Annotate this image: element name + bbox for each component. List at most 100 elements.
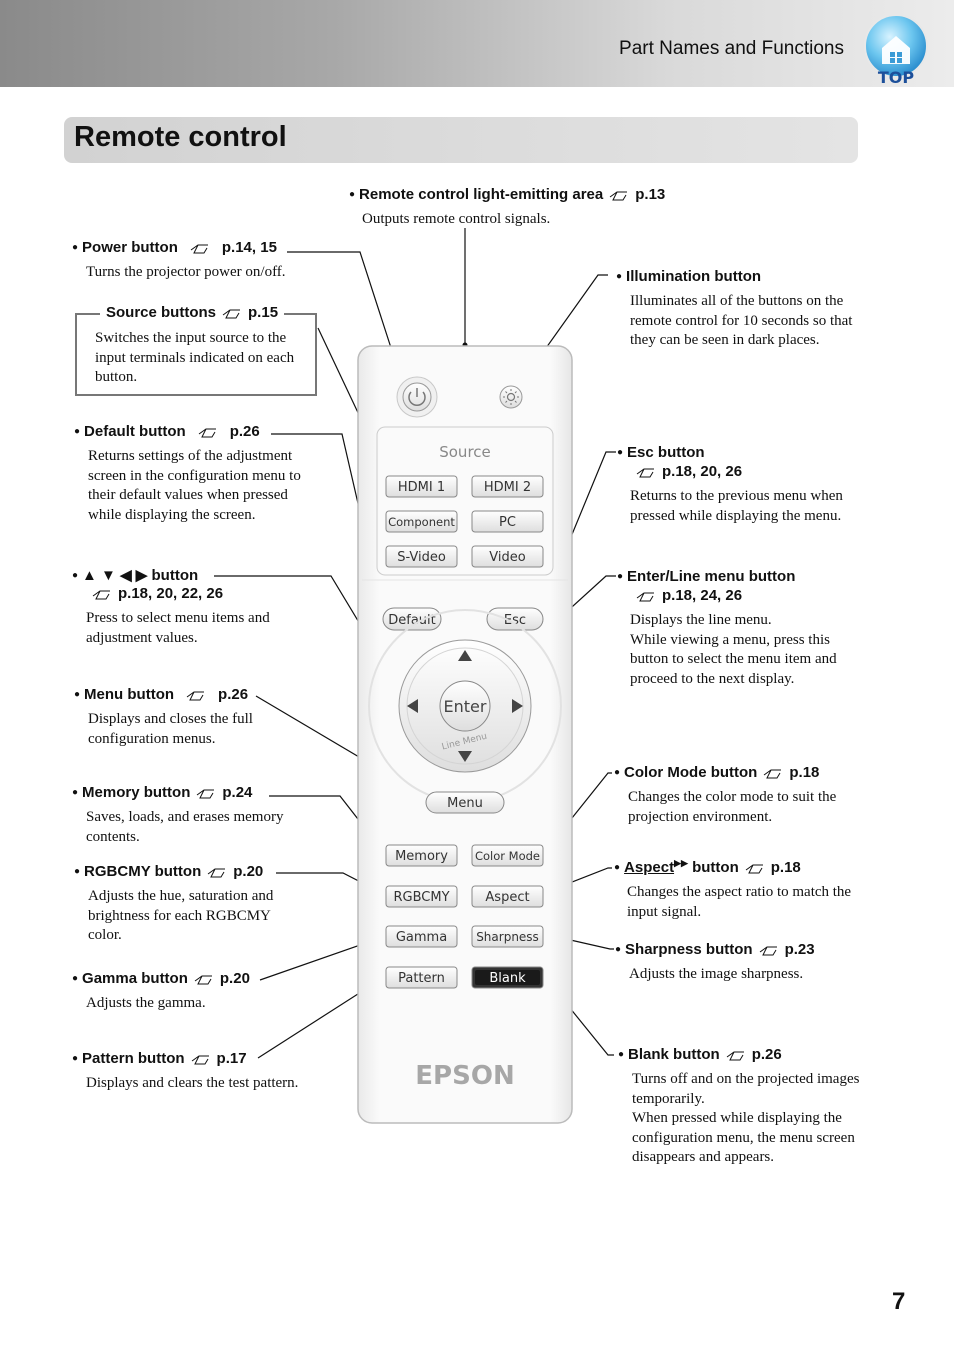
svideo-key[interactable]: S-Video bbox=[385, 545, 458, 568]
home-icon: TOP bbox=[864, 14, 928, 87]
top-button[interactable]: TOP bbox=[862, 14, 930, 87]
esc-desc: Returns to the previous menu when presse… bbox=[630, 488, 843, 524]
svg-text:Color Mode: Color Mode bbox=[475, 849, 540, 863]
arrow-down-icon bbox=[458, 751, 472, 762]
svg-text:Default: Default bbox=[388, 613, 436, 628]
svg-text:Enter: Enter bbox=[444, 697, 487, 716]
esc-heading: Esc button bbox=[617, 444, 705, 461]
reference-icon bbox=[198, 428, 216, 438]
default-desc: Returns settings of the adjustment scree… bbox=[88, 448, 301, 523]
svg-text:RGBCMY: RGBCMY bbox=[393, 890, 449, 905]
glossary-arrow-icon: ▶▶ bbox=[674, 858, 688, 868]
sharpness-desc: Adjusts the image sharpness. bbox=[629, 966, 804, 982]
reference-icon bbox=[186, 691, 205, 701]
svg-text:Gamma: Gamma bbox=[396, 930, 447, 945]
aspect-glossary-link[interactable]: Aspect bbox=[624, 859, 675, 876]
pc-key[interactable]: PC bbox=[471, 510, 544, 533]
illumination-key[interactable] bbox=[499, 385, 523, 409]
section-title: Remote control bbox=[74, 121, 287, 153]
video-key[interactable]: Video bbox=[471, 545, 544, 568]
reference-icon bbox=[92, 590, 110, 600]
section-bar bbox=[64, 117, 858, 163]
reference-icon bbox=[745, 864, 763, 874]
memory-desc: Saves, loads, and erases memory contents… bbox=[86, 809, 284, 845]
gamma-desc: Adjusts the gamma. bbox=[86, 995, 206, 1011]
hdmi2-key[interactable]: HDMI 2 bbox=[471, 475, 544, 498]
svg-text:Video: Video bbox=[489, 550, 525, 565]
reference-icon bbox=[197, 789, 215, 799]
power-desc: Turns the projector power on/off. bbox=[86, 264, 286, 280]
emit-desc: Outputs remote control signals. bbox=[362, 211, 551, 227]
svg-text:Sharpness: Sharpness bbox=[476, 930, 539, 944]
esc-key[interactable]: Esc bbox=[486, 607, 544, 631]
color-mode-desc: Changes the color mode to suit the proje… bbox=[628, 789, 837, 825]
aspect-desc: Changes the aspect ratio to match the in… bbox=[627, 884, 852, 920]
hdmi1-key[interactable]: HDMI 1 bbox=[385, 475, 458, 498]
page-number: 7 bbox=[892, 1288, 906, 1315]
source-group-label: Source bbox=[439, 443, 491, 461]
memory-key[interactable]: Memory bbox=[385, 844, 458, 867]
svg-text:Aspect: Aspect bbox=[485, 890, 529, 905]
illumination-heading: Illumination button bbox=[616, 268, 761, 285]
header-bar bbox=[0, 0, 954, 87]
color-mode-key[interactable]: Color Mode bbox=[471, 844, 544, 867]
enter-desc: Displays the line menu.While viewing a m… bbox=[630, 612, 837, 687]
reference-icon bbox=[726, 1051, 744, 1061]
blank-desc: Turns off and on the projected images te… bbox=[632, 1071, 860, 1165]
reference-icon bbox=[190, 244, 208, 254]
remote-control-illustration: Source HDMI 1 HDMI 2 Component PC S-Vide… bbox=[357, 345, 573, 1124]
reference-icon bbox=[636, 468, 654, 478]
rgbcmy-key[interactable]: RGBCMY bbox=[385, 885, 458, 908]
power-key[interactable] bbox=[396, 376, 438, 418]
power-icon bbox=[408, 391, 426, 407]
pattern-key[interactable]: Pattern bbox=[385, 966, 458, 989]
arrow-right-icon bbox=[512, 699, 523, 713]
source-desc: Switches the input source to the input t… bbox=[95, 330, 295, 385]
svg-text:Pattern: Pattern bbox=[398, 971, 445, 986]
menu-desc: Displays and closes the full configurati… bbox=[88, 711, 253, 747]
esc-ref: p.18, 20, 26 bbox=[630, 463, 742, 480]
chapter-title: Part Names and Functions bbox=[619, 38, 844, 59]
sharpness-key[interactable]: Sharpness bbox=[471, 925, 544, 948]
svg-text:Menu: Menu bbox=[447, 796, 483, 811]
svg-text:HDMI 1: HDMI 1 bbox=[398, 480, 445, 495]
reference-icon bbox=[191, 1055, 209, 1065]
blank-key[interactable]: Blank bbox=[471, 966, 544, 989]
svg-text:Memory: Memory bbox=[395, 849, 448, 864]
reference-icon bbox=[194, 975, 212, 985]
enter-key[interactable]: Enter bbox=[439, 680, 491, 732]
gamma-key[interactable]: Gamma bbox=[385, 925, 458, 948]
reference-icon bbox=[636, 592, 654, 602]
epson-logo: EPSON bbox=[415, 1061, 514, 1091]
svg-text:Component: Component bbox=[388, 515, 455, 529]
reference-icon bbox=[759, 946, 777, 956]
reference-icon bbox=[222, 309, 241, 319]
arrows-heading: ▲ ▼ ◀ ▶ button bbox=[72, 566, 198, 584]
arrows-desc: Press to select menu items and adjustmen… bbox=[86, 610, 270, 646]
default-key[interactable]: Default bbox=[382, 607, 442, 631]
reference-icon bbox=[609, 191, 628, 201]
svg-text:PC: PC bbox=[499, 515, 516, 530]
menu-key[interactable]: Menu bbox=[425, 791, 505, 814]
svg-text:S-Video: S-Video bbox=[397, 550, 446, 565]
arrow-left-icon bbox=[407, 699, 418, 713]
aspect-key[interactable]: Aspect bbox=[471, 885, 544, 908]
reference-icon bbox=[207, 868, 226, 878]
svg-text:Esc: Esc bbox=[504, 613, 526, 628]
rgbcmy-desc: Adjusts the hue, saturation and brightne… bbox=[88, 888, 274, 943]
svg-text:HDMI 2: HDMI 2 bbox=[484, 480, 531, 495]
illumination-desc: Illuminates all of the buttons on the re… bbox=[630, 293, 853, 348]
enter-heading: Enter/Line menu button bbox=[617, 568, 795, 585]
component-key[interactable]: Component bbox=[385, 510, 458, 533]
